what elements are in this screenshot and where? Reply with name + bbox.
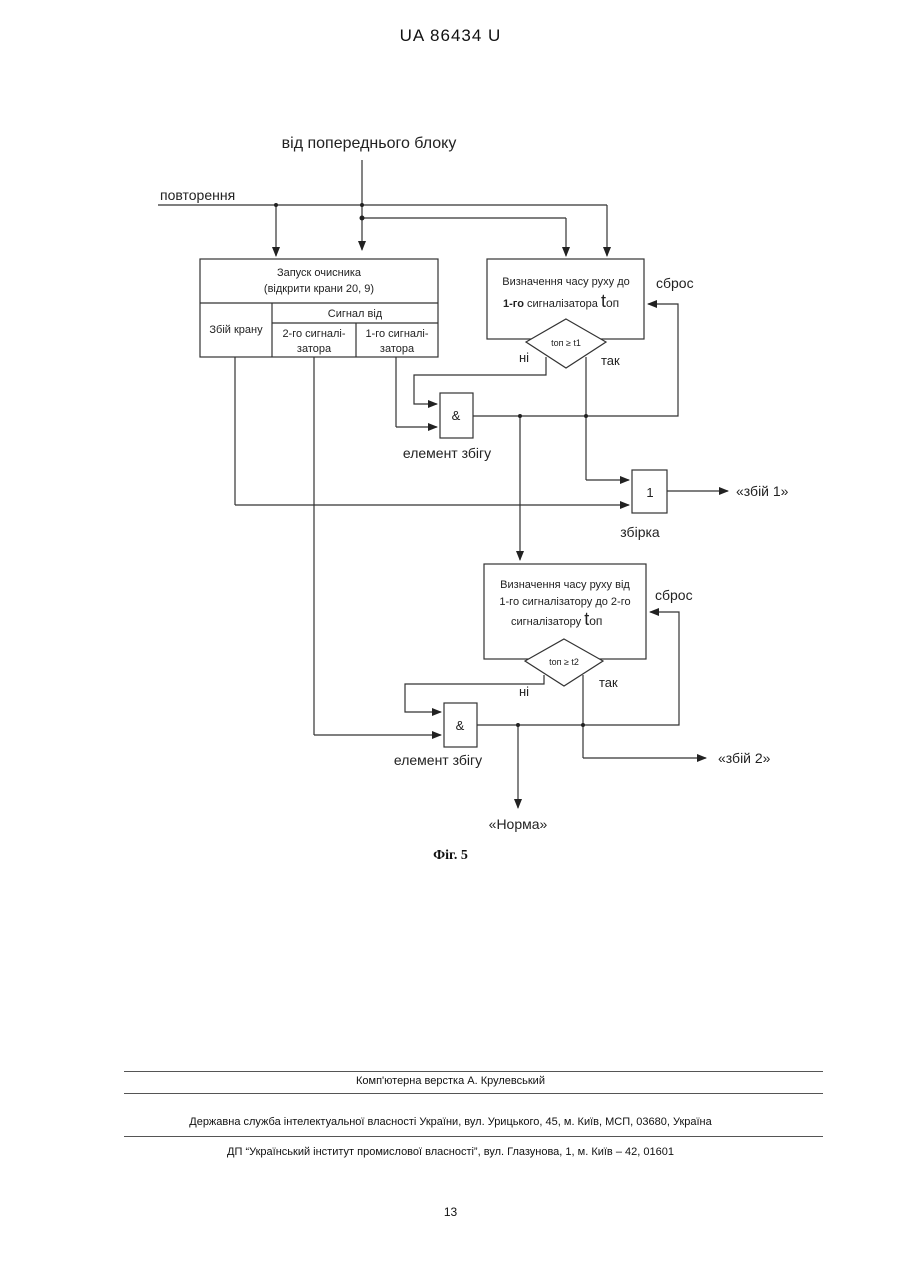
yes2-label: так	[599, 675, 618, 690]
fail1-label: «збій 1»	[736, 483, 789, 499]
sig2-label-line2: затора	[297, 343, 332, 355]
timer2-label-line3: сигналізатору tоп	[511, 609, 602, 629]
sig2-label-line1: 2-го сигналі-	[282, 328, 345, 340]
condition1-label: tоп ≥ t1	[551, 338, 581, 348]
and1-symbol: &	[452, 408, 461, 423]
signal-from-label: Сигнал від	[328, 308, 383, 320]
sig1-label-line2: затора	[380, 343, 415, 355]
divider	[124, 1093, 823, 1094]
fail2-label: «збій 2»	[718, 750, 771, 766]
footer-agency: Державна служба інтелектуальної власност…	[0, 1116, 901, 1128]
sig1-label-line1: 1-го сигналі-	[365, 328, 428, 340]
reset2-label: сброс	[655, 587, 693, 603]
and2-label: елемент збігу	[394, 752, 482, 768]
start-label-line1: Запуск очисника	[277, 267, 362, 279]
footer-layout-credit: Комп'ютерна верстка А. Крулевський	[0, 1075, 901, 1087]
figure-caption: Фіг. 5	[0, 848, 901, 864]
divider	[124, 1136, 823, 1137]
input-from-prev-label: від попереднього блоку	[282, 135, 457, 152]
footer-institute: ДП “Український інститут промислової вла…	[0, 1146, 901, 1158]
condition2-label: tоп ≥ t2	[549, 657, 579, 667]
and2-symbol: &	[456, 718, 465, 733]
yes1-label: так	[601, 353, 620, 368]
crane-fail-label: Збій крану	[209, 324, 263, 336]
divider	[124, 1071, 823, 1072]
or-label: збірка	[620, 524, 660, 540]
no2-label: ні	[519, 684, 529, 699]
timer2-label-line2: 1-го сигналізатору до 2-го	[499, 596, 630, 608]
repeat-label: повторення	[160, 187, 235, 203]
and1-label: елемент збігу	[403, 445, 491, 461]
timer2-label-line1: Визначення часу руху від	[500, 579, 630, 591]
or-symbol: 1	[646, 485, 653, 500]
timer1-label-line1: Визначення часу руху до	[502, 276, 629, 288]
timer1-label-line2: 1-го сигналізатора tоп	[503, 291, 619, 311]
reset1-label: сброс	[656, 275, 694, 291]
norm-label: «Норма»	[489, 816, 548, 832]
start-label-line2: (відкрити крани 20, 9)	[264, 283, 374, 295]
page-number: 13	[0, 1205, 901, 1219]
no1-label: ні	[519, 350, 529, 365]
